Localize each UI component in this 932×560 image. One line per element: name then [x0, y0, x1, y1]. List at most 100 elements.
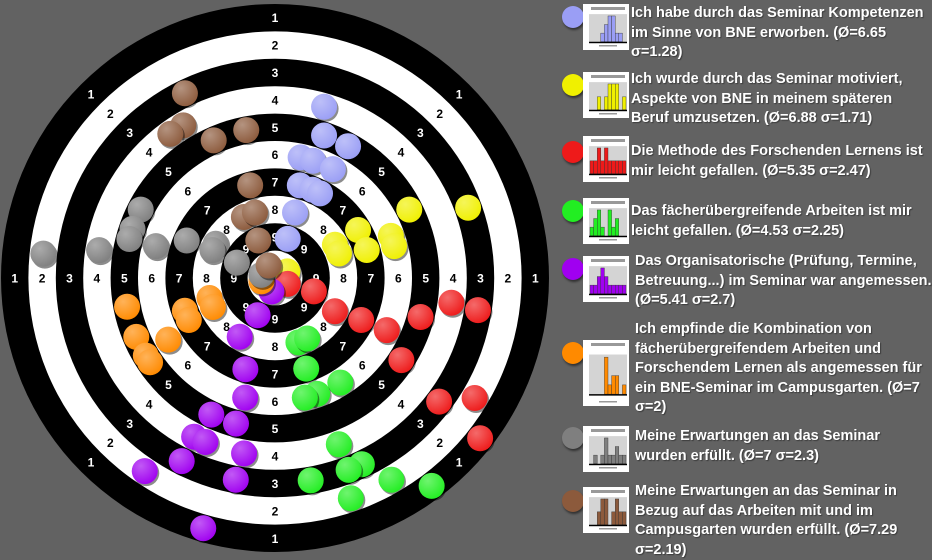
response-dot: [168, 448, 197, 477]
response-dot: [232, 384, 260, 413]
histogram-bar: [604, 356, 609, 395]
response-dot: [291, 384, 320, 413]
ring-label: 8: [223, 320, 230, 334]
ring-label: 3: [126, 126, 133, 140]
histogram-bar: [622, 384, 627, 395]
ring-label: 4: [450, 272, 457, 286]
response-dot: [116, 225, 144, 254]
ring-label: 9: [243, 301, 250, 315]
histogram-bar: [618, 160, 623, 174]
response-dot: [245, 227, 273, 256]
histogram-bar: [611, 454, 616, 464]
response-dot: [223, 249, 252, 278]
histogram-thumbnail: [583, 426, 629, 472]
histogram-bar: [604, 498, 609, 525]
histogram-bar: [615, 446, 620, 464]
response-dot: [319, 156, 348, 185]
response-dot: [381, 233, 409, 262]
ring-label: 3: [66, 272, 73, 286]
response-dot: [274, 225, 303, 254]
response-dot: [396, 196, 424, 225]
response-dot: [226, 323, 255, 352]
ring-label: 8: [272, 340, 279, 354]
histogram-bar: [615, 498, 620, 525]
ring-label: 3: [417, 126, 424, 140]
response-dot: [348, 307, 376, 336]
ring-label: 7: [204, 204, 211, 218]
histogram-bar: [611, 15, 616, 42]
histogram-bar: [615, 375, 620, 395]
ring-label: 1: [88, 456, 95, 470]
response-dot: [198, 401, 226, 430]
ring-label: 1: [272, 532, 279, 546]
histogram-bar: [596, 511, 601, 525]
ring-label: 8: [223, 223, 230, 237]
ring-label: 3: [272, 477, 279, 491]
response-dot: [335, 133, 363, 162]
ring-label: 6: [184, 359, 191, 373]
histogram-bar: [604, 24, 609, 42]
ring-label: 4: [272, 450, 279, 464]
histogram-bar: [604, 147, 609, 174]
response-dot: [373, 317, 402, 346]
histogram-bar: [589, 160, 594, 174]
histogram-bar: [615, 160, 620, 174]
ring-label: 8: [340, 272, 347, 286]
legend-text: Meine Erwartungen an das Seminar wurden …: [635, 428, 880, 464]
histogram-bar: [607, 15, 612, 42]
ring-label: 2: [505, 272, 512, 286]
response-dot: [297, 467, 326, 496]
ring-label: 5: [121, 272, 128, 286]
histogram-bar: [600, 226, 605, 236]
ring-label: 1: [532, 272, 539, 286]
ring-label: 8: [320, 223, 327, 237]
ring-label: 3: [126, 417, 133, 431]
response-dot: [192, 428, 220, 457]
legend-text: Ich wurde durch das Seminar motiviert, A…: [631, 71, 903, 126]
response-dot: [233, 117, 261, 146]
histogram-bar: [607, 384, 612, 395]
ring-label: 7: [204, 339, 211, 353]
legend-text: Die Methode des Forschenden Lernens ist …: [631, 143, 923, 179]
ring-label: 7: [339, 339, 346, 353]
response-dot: [337, 485, 366, 514]
response-dot: [232, 356, 260, 385]
histogram-bar: [607, 454, 612, 464]
ring-label: 7: [272, 176, 279, 190]
ring-label: 8: [203, 272, 210, 286]
histogram-thumbnail: [583, 198, 629, 244]
legend-dot: [562, 6, 584, 28]
histogram-bar: [615, 284, 620, 294]
response-dot: [407, 304, 436, 333]
histogram-bar: [604, 276, 609, 294]
histogram-thumbnail: [583, 487, 629, 533]
histogram-bar: [593, 284, 598, 294]
response-dot: [321, 298, 350, 327]
ring-label: 6: [272, 148, 279, 162]
ring-label: 8: [272, 203, 279, 217]
legend-text: Ich habe durch das Seminar Kompetenzen i…: [631, 5, 924, 60]
response-dot: [327, 369, 355, 398]
ring-label: 2: [39, 272, 46, 286]
ring-label: 2: [272, 504, 279, 518]
response-dot: [244, 302, 273, 331]
response-dot: [294, 325, 322, 354]
ring-label: 2: [107, 107, 114, 121]
histogram-bar: [600, 267, 605, 294]
response-dot: [282, 199, 310, 228]
ring-label: 1: [272, 11, 279, 25]
ring-label: 5: [378, 165, 385, 179]
ring-label: 9: [231, 272, 238, 286]
response-dot: [426, 388, 454, 417]
response-dot: [293, 355, 321, 384]
histogram-bar: [596, 147, 601, 174]
legend-dot: [562, 427, 584, 449]
ring-label: 1: [11, 272, 18, 286]
histogram-bar: [618, 511, 623, 525]
ring-label: 5: [422, 272, 429, 286]
response-dot: [142, 233, 171, 262]
ring-label: 9: [301, 242, 308, 256]
response-dot: [353, 236, 382, 265]
histogram-bar: [622, 160, 627, 174]
